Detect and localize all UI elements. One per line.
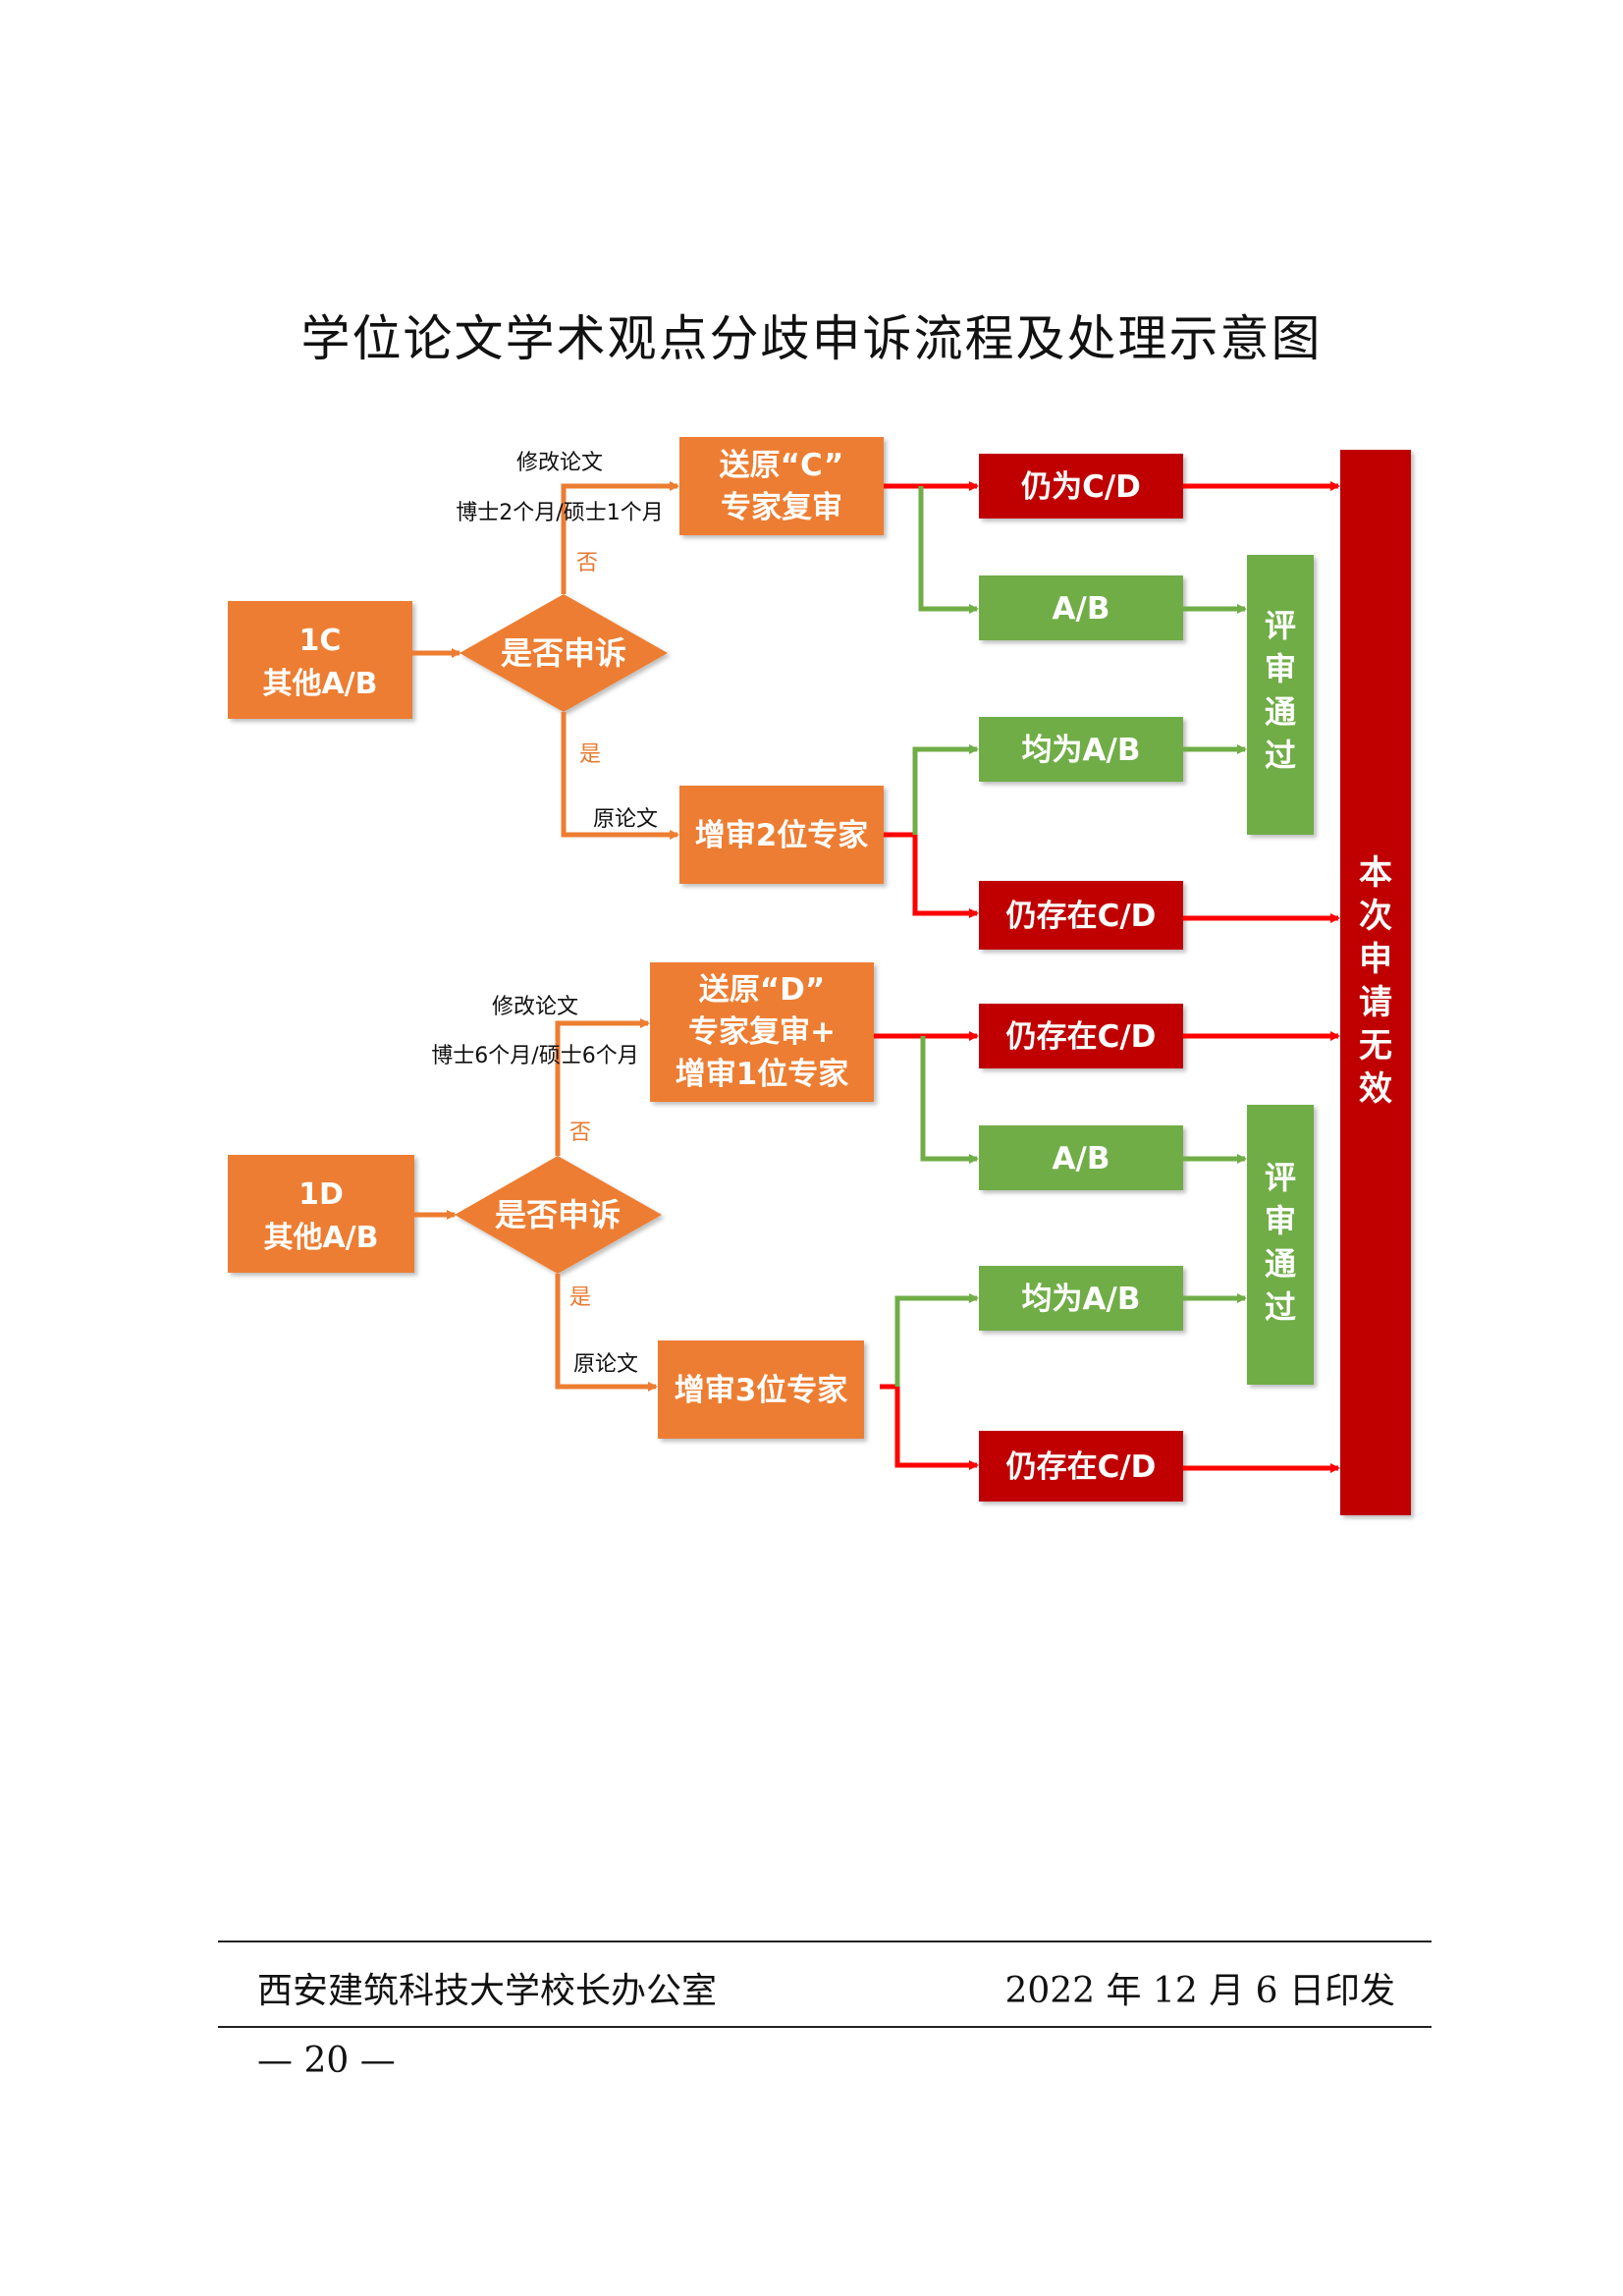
bottom-still-exist-cd-box: [979, 1004, 1183, 1068]
bottom-ab-box: [979, 1125, 1183, 1190]
bottom-pass-box: [1247, 1105, 1314, 1385]
bottom-decision-diamond: [455, 1156, 662, 1274]
top-add-to-green-arrow: [912, 744, 979, 835]
top-start-label-2: 其他A/B: [262, 667, 377, 701]
top-add-experts-label: 增审2位专家: [695, 818, 869, 853]
top-review-label-2: 专家复审: [721, 490, 842, 525]
bottom-review-label-3: 增审1位专家: [676, 1057, 849, 1092]
top-all-ab-box: [979, 717, 1183, 782]
bottom-add-experts-label: 增审3位专家: [675, 1373, 848, 1408]
top-no-label: 否: [576, 551, 598, 575]
top-still-cd-label: 仍为C/D: [1021, 469, 1141, 505]
top-yes-arrow: [561, 712, 679, 840]
invalid-char: 申: [1359, 940, 1392, 979]
top-start-box: [228, 601, 412, 719]
invalid-char: 请: [1359, 983, 1392, 1022]
bottom-pass-char: 通: [1265, 1245, 1296, 1283]
bottom-start-label-1: 1D: [298, 1177, 344, 1212]
bottom-ab-label: A/B: [1053, 1141, 1110, 1176]
top-review-label-1: 送原“C”: [720, 448, 844, 483]
top-flow: 1C 其他A/B 是否申诉 否 修改论文 博士2个月/硕士1个月 是 原论文 送…: [228, 437, 1340, 950]
footer-rule-top: [218, 1941, 1432, 1942]
top-still-exist-cd-box: [979, 881, 1183, 950]
invalid-char: 无: [1359, 1026, 1392, 1066]
top-ab-label: A/B: [1053, 591, 1110, 627]
invalid-char: 本: [1359, 853, 1392, 893]
top-review-to-green-arrow: [918, 486, 979, 614]
bottom-review-label-2: 专家复审+: [688, 1014, 836, 1050]
bottom-still-exist-cd-label-2: 仍存在C/D: [1006, 1449, 1157, 1485]
bottom-start-label-2: 其他A/B: [263, 1221, 378, 1255]
top-pass-char: 审: [1265, 650, 1296, 687]
bottom-start-box: [228, 1155, 414, 1273]
top-pass-char: 通: [1265, 693, 1296, 731]
invalid-bar: 本 次 申 请 无 效: [1340, 450, 1411, 1515]
bottom-review-to-green-arrow: [920, 1036, 979, 1164]
footer-rule-bottom: [218, 2026, 1432, 2028]
top-no-arrow: [561, 481, 679, 594]
top-no-note-1: 修改论文: [516, 451, 603, 475]
bottom-no-arrow: [555, 1018, 650, 1156]
top-ab-box: [979, 575, 1183, 640]
bottom-add-to-red-arrow: [880, 1384, 979, 1470]
top-decision-label: 是否申诉: [501, 634, 626, 672]
bottom-yes-arrow: [555, 1274, 658, 1392]
bottom-decision-label: 是否申诉: [495, 1196, 621, 1233]
top-pass-char: 过: [1265, 737, 1296, 774]
page-number: — 20 —: [257, 2041, 396, 2081]
bottom-no-note-2: 博士6个月/硕士6个月: [431, 1044, 638, 1068]
top-add-experts-box: [679, 786, 884, 884]
bottom-still-exist-cd-box-2: [979, 1431, 1183, 1502]
bottom-still-exist-cd-label: 仍存在C/D: [1006, 1019, 1157, 1055]
top-review-box: [679, 437, 884, 535]
top-yes-note: 原论文: [593, 807, 658, 832]
bottom-all-ab-box: [979, 1266, 1183, 1331]
page-title: 学位论文学术观点分歧申诉流程及处理示意图: [300, 310, 1323, 367]
bottom-pass-char: 评: [1265, 1159, 1296, 1196]
top-all-ab-label: 均为A/B: [1022, 733, 1141, 768]
bottom-pass-char: 审: [1265, 1202, 1296, 1239]
top-decision-diamond: [460, 594, 668, 712]
top-still-exist-cd-label: 仍存在C/D: [1006, 899, 1157, 934]
top-no-note-2: 博士2个月/硕士1个月: [456, 501, 663, 525]
appeal-flowchart: 1C 其他A/B 是否申诉 否 修改论文 博士2个月/硕士1个月 是 原论文 送…: [228, 437, 1411, 1515]
top-pass-box: [1247, 555, 1314, 835]
invalid-char: 效: [1359, 1069, 1392, 1109]
bottom-add-experts-box: [658, 1340, 864, 1439]
invalid-box: [1340, 450, 1411, 1515]
bottom-no-label: 否: [569, 1121, 591, 1145]
bottom-all-ab-label: 均为A/B: [1022, 1282, 1141, 1317]
top-start-label-1: 1C: [299, 624, 342, 658]
top-pass-char: 评: [1265, 607, 1296, 644]
top-yes-label: 是: [579, 742, 601, 767]
bottom-yes-label: 是: [569, 1285, 591, 1310]
footer-date: 2022 年 12 月 6 日印发: [1004, 1971, 1395, 2011]
bottom-yes-note: 原论文: [573, 1352, 638, 1377]
bottom-no-note-1: 修改论文: [492, 995, 578, 1019]
bottom-review-box: [650, 962, 874, 1102]
footer-issuer: 西安建筑科技大学校长办公室: [257, 1971, 718, 2011]
invalid-char: 次: [1359, 897, 1392, 936]
top-still-cd-box: [979, 454, 1183, 519]
bottom-pass-char: 过: [1265, 1288, 1296, 1326]
bottom-flow: 1D 其他A/B 是否申诉 否 修改论文 博士6个月/硕士6个月 是 原论文 送…: [228, 962, 1340, 1502]
top-add-to-red-arrow: [884, 832, 979, 918]
bottom-review-label-1: 送原“D”: [699, 972, 825, 1008]
bottom-add-to-green-arrow: [894, 1293, 979, 1387]
